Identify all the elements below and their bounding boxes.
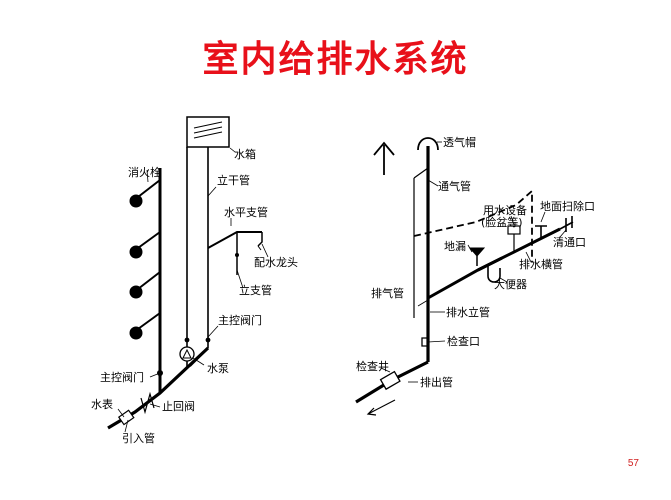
hydrant-icon	[129, 194, 143, 208]
label-inspection-port: 检查口	[447, 334, 480, 348]
label-toilet: 大便器	[494, 277, 527, 291]
check-valve	[140, 391, 155, 415]
flow-arrow-icon	[366, 399, 396, 416]
label-vent-cap: 透气帽	[443, 135, 476, 149]
cleanout-icon	[559, 216, 574, 232]
page-number: 57	[627, 458, 639, 469]
label-fixture-1: 用水设备	[483, 203, 527, 217]
page-title: 室内给排水系统	[202, 39, 469, 80]
label-riser: 立干管	[217, 173, 250, 187]
label-stack: 排水立管	[446, 305, 490, 319]
floor-drain-icon	[468, 247, 486, 257]
label-branch: 水平支管	[224, 205, 268, 219]
label-hydrant: 消火栓	[128, 165, 161, 179]
label-pump: 水泵	[207, 362, 229, 375]
hydrant-icon	[129, 285, 143, 299]
toilet-trap-icon	[487, 264, 501, 283]
water-meter	[117, 409, 135, 426]
hydrant-icon	[129, 245, 143, 259]
label-inlet: 引入管	[122, 431, 155, 445]
label-stack-left: 排气管	[371, 286, 404, 300]
label-faucet: 配水龙头	[254, 256, 298, 269]
fire-hydrants	[129, 179, 161, 340]
horizontal-branch	[207, 231, 262, 249]
label-floor-cleanout: 地面扫除口	[540, 199, 595, 213]
manhole-icon	[379, 370, 401, 391]
supply-system	[107, 116, 269, 433]
label-floor-drain: 地漏	[444, 240, 466, 253]
drainage-system	[355, 137, 574, 416]
floor-cleanout-icon	[535, 225, 547, 238]
label-fixture-2: (脸盆等)	[481, 215, 523, 229]
label-cleanout: 清通口	[553, 236, 586, 249]
inspection-port-icon	[421, 337, 428, 347]
label-horizontal: 排水横管	[519, 257, 563, 271]
label-main-valve-left: 主控阀门	[100, 370, 144, 384]
label-check-valve: 止回阀	[162, 399, 195, 413]
water-tank	[186, 116, 230, 148]
faucet-icon	[257, 232, 263, 247]
label-main-valve-right: 主控阀门	[218, 313, 262, 327]
hydrant-icon	[129, 326, 143, 340]
vent-cap-icon	[417, 137, 439, 151]
label-manhole: 检查井	[356, 359, 389, 373]
label-outlet: 排出管	[420, 375, 453, 389]
label-standpipe: 立支管	[239, 283, 272, 297]
label-tank: 水箱	[234, 147, 256, 161]
label-meter: 水表	[91, 397, 113, 411]
up-arrow-icon	[373, 141, 395, 175]
label-vent-pipe: 通气管	[438, 179, 471, 193]
